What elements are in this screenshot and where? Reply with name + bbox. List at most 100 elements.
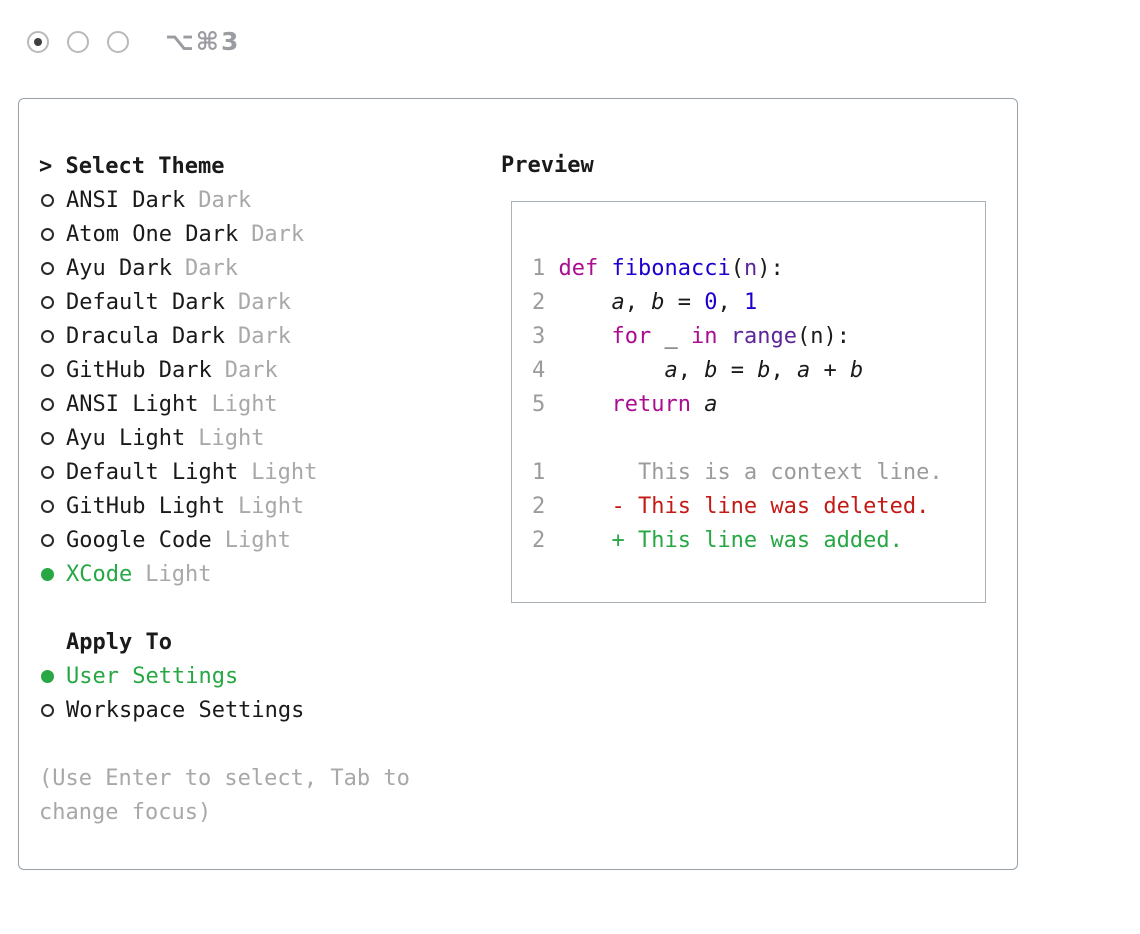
radio-unselected-icon [41,465,54,479]
code-token: b [757,358,771,383]
code-token [717,324,730,349]
cursor-indicator: > [39,153,66,179]
code-token: range [730,324,797,349]
window-controls [27,30,147,53]
radio-unselected-icon [41,397,54,411]
code-token: a [664,358,678,383]
diff-text: This is a context line. [558,460,943,485]
code-token: , [717,290,744,315]
theme-item-ayu-light[interactable]: Ayu Light Light [39,421,410,455]
code-token [598,256,611,281]
code-token [559,358,665,383]
radio-unselected-icon [41,295,54,309]
theme-item-name: ANSI Light [66,391,199,417]
code-line: 2 a, b = 0, 1 [532,286,965,320]
theme-item-github-dark[interactable]: GitHub Dark Dark [39,353,410,387]
code-token: for [611,324,652,349]
theme-item-atom-one-dark[interactable]: Atom One Dark Dark [39,217,410,251]
code-token: a [704,392,718,417]
theme-item-variant: Dark [184,255,238,281]
theme-item-default-dark[interactable]: Default Dark Dark [39,285,410,319]
code-token: = [717,358,758,383]
code-token [559,324,612,349]
diff-block: 1 This is a context line.2 - This line w… [532,456,965,558]
code-token: 1 [743,290,758,315]
line-number: 2 [532,528,546,553]
code-token: = [664,290,705,315]
select-theme-title: Select Theme [65,153,225,179]
theme-item-name: Dracula Dark [66,323,225,349]
radio-unselected-icon [41,329,54,343]
radio-unselected-icon [41,227,54,241]
hint-line-1: (Use Enter to select, Tab to [39,765,410,791]
apply-option-user-settings[interactable]: User Settings [39,659,410,693]
code-token [691,392,704,417]
theme-item-variant: Dark [224,357,278,383]
spacer [39,727,410,761]
apply-option-workspace-settings[interactable]: Workspace Settings [39,693,410,727]
diff-text: - This line was deleted. [558,494,930,519]
theme-item-variant: Dark [198,187,252,213]
blank-line [532,422,965,456]
window-control-3[interactable] [107,30,129,53]
theme-item-default-light[interactable]: Default Light Light [39,455,410,489]
diff-line-added: 2 + This line was added. [532,524,965,558]
code-token: ): [757,256,784,281]
window-control-1[interactable] [27,30,49,53]
radio-unselected-icon [41,431,54,445]
code-token: ( [730,256,744,281]
select-theme-title-row: > Select Theme [39,149,410,183]
line-number: 5 [532,392,546,417]
keyboard-shortcut-label: ⌥⌘3 [165,27,241,56]
line-number: 3 [532,324,546,349]
theme-item-variant: Light [145,561,212,587]
radio-unselected-icon [41,499,54,513]
diff-line-deleted: 2 - This line was deleted. [532,490,965,524]
theme-item-name: Default Dark [66,289,225,315]
code-token: _ [651,324,691,349]
code-line: 1 def fibonacci(n): [532,252,965,286]
code-token: b [704,358,718,383]
apply-to-title: Apply To [66,629,172,655]
diff-line-context: 1 This is a context line. [532,456,965,490]
code-line: 3 for _ in range(n): [532,320,965,354]
hint-line-2: change focus) [39,799,212,825]
apply-option-label: User Settings [66,663,239,689]
theme-item-variant: Light [251,459,318,485]
theme-item-variant: Dark [251,221,305,247]
radio-selected-icon [41,567,54,581]
theme-item-variant: Light [224,527,291,553]
theme-item-variant: Light [211,391,278,417]
theme-item-name: GitHub Light [66,493,225,519]
code-token [559,392,612,417]
theme-item-name: Ayu Light [66,425,186,451]
window-control-dot [34,37,42,46]
window-control-2[interactable] [67,30,89,53]
code-token: a [796,358,811,383]
titlebar: ⌥⌘3 [27,27,240,56]
theme-item-name: Atom One Dark [66,221,239,247]
line-number: 4 [532,358,546,383]
theme-item-ansi-light[interactable]: ANSI Light Light [39,387,410,421]
theme-item-name: GitHub Dark [66,357,212,383]
theme-item-variant: Dark [237,289,291,315]
theme-item-variant: Light [198,425,265,451]
code-token: , [770,358,797,383]
code-token: def [558,256,599,281]
radio-unselected-icon [41,533,54,547]
theme-item-name: Default Light [66,459,239,485]
code-token: n [743,256,758,281]
line-number: 2 [532,494,546,519]
code-line: 4 a, b = b, a + b [532,354,965,388]
